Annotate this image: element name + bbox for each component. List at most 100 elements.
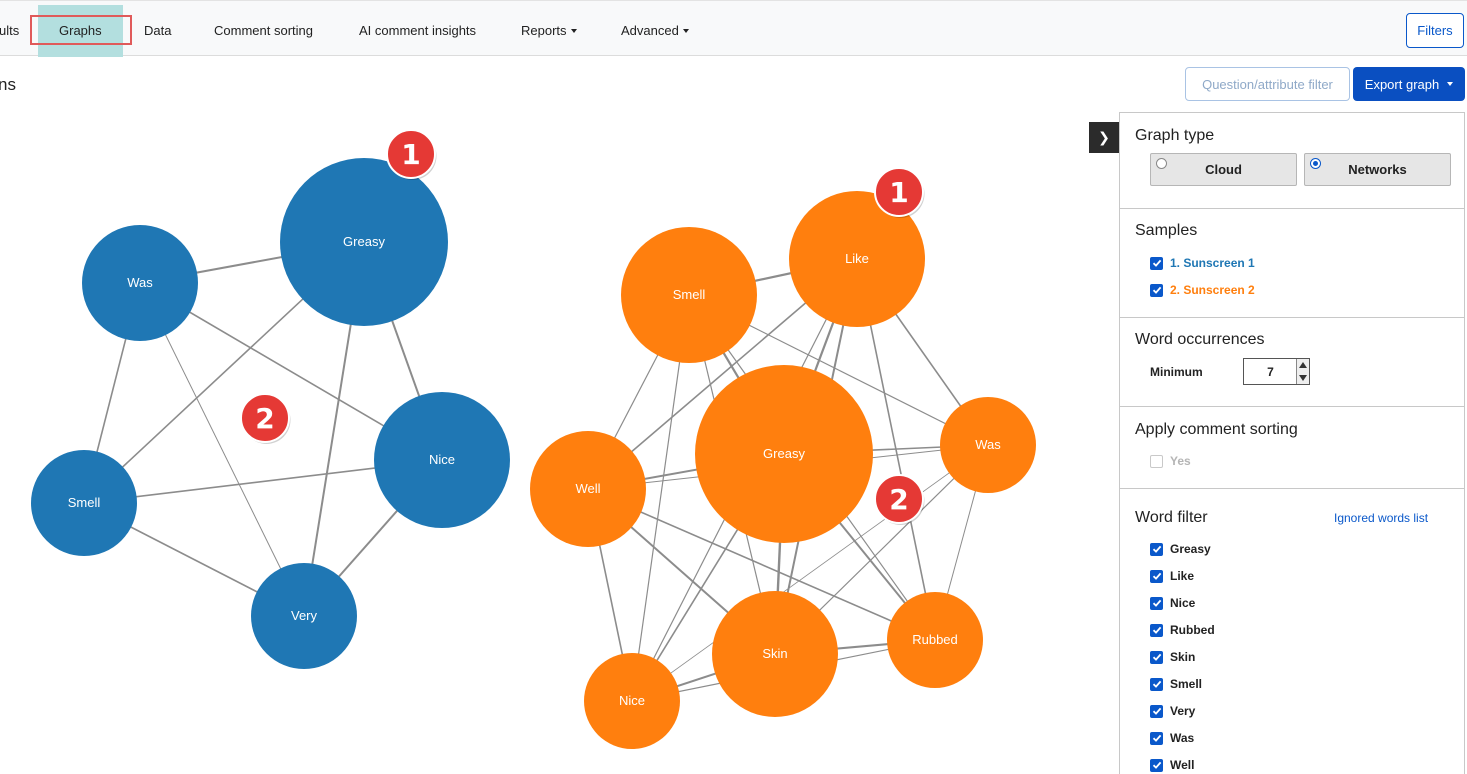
network-node[interactable]: Greasy — [695, 365, 873, 543]
word-filter-label: Like — [1170, 569, 1195, 583]
node-circle[interactable] — [887, 592, 983, 688]
word-filter-label: Very — [1170, 704, 1196, 718]
chevron-right-icon: ❯ — [1098, 129, 1110, 145]
question-attribute-filter-button[interactable]: Question/attribute filter — [1185, 67, 1350, 101]
comment-sorting-title: Apply comment sorting — [1135, 421, 1298, 438]
checkbox-checked-icon[interactable] — [1150, 283, 1163, 297]
word-filter-item[interactable]: Well — [1150, 757, 1194, 773]
word-filter-item[interactable]: Like — [1150, 568, 1194, 584]
tab-reports[interactable]: Reports — [521, 23, 577, 38]
minimum-occurrences-stepper[interactable]: 7 — [1243, 358, 1310, 385]
checkbox-checked-icon[interactable] — [1150, 256, 1163, 270]
network-node[interactable]: Nice — [584, 653, 680, 749]
network-node[interactable]: Like — [789, 191, 925, 327]
node-circle[interactable] — [584, 653, 680, 749]
word-filter-item[interactable]: Greasy — [1150, 541, 1211, 557]
network-node[interactable]: Smell — [31, 450, 137, 556]
word-filter-item[interactable]: Nice — [1150, 595, 1195, 611]
word-filter-item[interactable]: Smell — [1150, 676, 1202, 692]
node-circle[interactable] — [31, 450, 137, 556]
checkbox-checked-icon[interactable] — [1150, 650, 1163, 664]
node-label: Greasy — [343, 234, 385, 249]
node-circle[interactable] — [82, 225, 198, 341]
ignored-words-link[interactable]: Ignored words list — [1334, 511, 1429, 525]
graph-type-networks-button[interactable]: Networks — [1304, 153, 1451, 186]
graph-options-panel: Graph type Cloud Networks Samples 1. Sun… — [1119, 112, 1465, 774]
top-nav: ults Graphs Data Comment sorting AI comm… — [0, 0, 1467, 57]
stepper-arrows[interactable] — [1296, 359, 1309, 384]
tab-data[interactable]: Data — [144, 23, 171, 38]
tab-label: Data — [144, 23, 172, 38]
checkbox-checked-icon[interactable] — [1150, 569, 1163, 583]
tab-comment-sorting[interactable]: Comment sorting — [214, 23, 313, 38]
word-filter-item[interactable]: Was — [1150, 730, 1194, 746]
network-node[interactable]: Nice — [374, 392, 510, 528]
checkbox-checked-icon[interactable] — [1150, 596, 1163, 610]
checkbox-checked-icon[interactable] — [1150, 623, 1163, 637]
network-node[interactable]: Smell — [621, 227, 757, 363]
node-circle[interactable] — [940, 397, 1036, 493]
network-node[interactable]: Very — [251, 563, 357, 669]
word-filter-label: Skin — [1170, 650, 1196, 664]
radio-networks[interactable] — [1310, 158, 1321, 169]
radio-cloud[interactable] — [1156, 158, 1167, 169]
node-circle[interactable] — [530, 431, 646, 547]
minimum-label: Minimum — [1150, 365, 1203, 379]
word-filter-item[interactable]: Very — [1150, 703, 1195, 719]
arrow-up-icon[interactable] — [1299, 362, 1307, 368]
word-occurrences-title: Word occurrences — [1135, 331, 1265, 348]
node-circle[interactable] — [621, 227, 757, 363]
samples-section: Samples 1. Sunscreen 1 2. Sunscreen 2 — [1120, 209, 1464, 318]
node-label: Well — [575, 481, 600, 496]
node-circle[interactable] — [712, 591, 838, 717]
checkbox-checked-icon[interactable] — [1150, 542, 1163, 556]
word-filter-item[interactable]: Skin — [1150, 649, 1195, 665]
node-circle[interactable] — [251, 563, 357, 669]
minimum-value[interactable]: 7 — [1267, 364, 1274, 379]
tab-graphs[interactable]: Graphs — [59, 23, 102, 38]
node-label: Skin — [762, 646, 787, 661]
network-node[interactable]: Rubbed — [887, 592, 983, 688]
callout-number: 2 — [889, 483, 908, 516]
node-label: Very — [291, 608, 318, 623]
tab-advanced[interactable]: Advanced — [621, 23, 689, 38]
checkbox-checked-icon[interactable] — [1150, 704, 1163, 718]
node-circle[interactable] — [374, 392, 510, 528]
word-filter-label: Was — [1170, 731, 1195, 745]
arrow-down-icon[interactable] — [1299, 375, 1307, 381]
node-label: Greasy — [763, 446, 805, 461]
network-node[interactable]: Well — [530, 431, 646, 547]
sample-checkbox-row[interactable]: 1. Sunscreen 1 — [1150, 255, 1255, 271]
word-filter-label: Smell — [1170, 677, 1203, 691]
checkbox-checked-icon[interactable] — [1150, 758, 1163, 772]
checkbox-checked-icon[interactable] — [1150, 677, 1163, 691]
checkbox-unchecked-icon[interactable] — [1150, 454, 1163, 468]
tab-label: AI comment insights — [359, 23, 477, 38]
filters-button-label: Filters — [1417, 23, 1453, 38]
filters-button[interactable]: Filters — [1406, 13, 1464, 48]
graph-type-cloud-button[interactable]: Cloud — [1150, 153, 1297, 186]
node-label: Rubbed — [912, 632, 958, 647]
node-label: Was — [127, 275, 153, 290]
network-edge — [631, 444, 989, 702]
export-graph-button[interactable]: Export graph — [1353, 67, 1465, 101]
node-circle[interactable] — [280, 158, 448, 326]
network-node[interactable]: Skin — [712, 591, 838, 717]
node-circle[interactable] — [695, 365, 873, 543]
node-label: Was — [975, 437, 1001, 452]
network-node[interactable]: Greasy — [280, 158, 448, 326]
sample-checkbox-row[interactable]: 2. Sunscreen 2 — [1150, 282, 1255, 298]
sample-label: 1. Sunscreen 1 — [1170, 256, 1255, 270]
word-filter-item[interactable]: Rubbed — [1150, 622, 1215, 638]
network-node[interactable]: Was — [940, 397, 1036, 493]
tab-results[interactable]: ults — [0, 23, 19, 38]
comment-sorting-checkbox-row[interactable]: Yes — [1150, 453, 1191, 469]
checkbox-checked-icon[interactable] — [1150, 731, 1163, 745]
caret-down-icon — [682, 28, 689, 33]
node-circle[interactable] — [789, 191, 925, 327]
panel-collapse-toggle[interactable]: ❯ — [1089, 122, 1119, 153]
network-node[interactable]: Was — [82, 225, 198, 341]
tab-ai-comment-insights[interactable]: AI comment insights — [359, 23, 476, 38]
